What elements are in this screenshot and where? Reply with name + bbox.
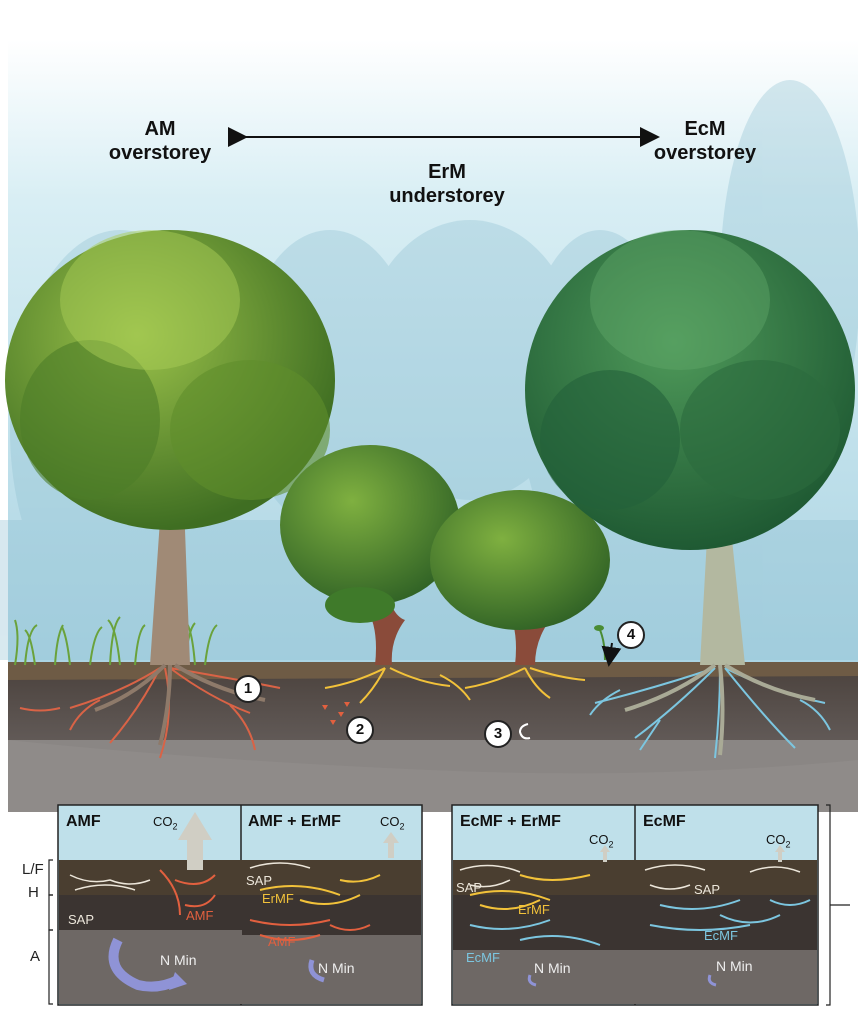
cycle-arrow-3 xyxy=(518,723,531,740)
co2-label: CO2 xyxy=(589,832,614,850)
co2-arrow-large xyxy=(178,812,212,870)
marker-2: 2 xyxy=(346,716,374,744)
ecm-overstorey-label: EcM overstorey xyxy=(653,118,757,164)
co2-label: CO2 xyxy=(153,814,178,832)
panel-title-amf-ermf: AMF + ErMF xyxy=(248,813,341,830)
marker-4: 4 xyxy=(617,621,645,649)
panel-title-amf: AMF xyxy=(66,813,101,830)
nmin-arrow-medium xyxy=(308,959,325,983)
amf-label: AMF xyxy=(268,934,296,949)
sap-label: SAP xyxy=(68,912,95,927)
ecmf-label: EcMF xyxy=(704,928,738,943)
nmin-arrow-small xyxy=(707,974,717,987)
am-overstorey-label: AM overstorey xyxy=(108,118,212,164)
nmin-label: N Min xyxy=(534,960,571,976)
panel-title-ecmf: EcMF xyxy=(643,813,686,830)
ermf-label: ErMF xyxy=(262,891,294,906)
nmin-label: N Min xyxy=(160,952,197,968)
horizon-h-label: H xyxy=(28,884,39,901)
co2-arrow-small xyxy=(775,845,785,862)
sap-label: SAP xyxy=(456,880,483,895)
nmin-label: N Min xyxy=(716,958,753,974)
co2-label: CO2 xyxy=(766,832,791,850)
panel-group-left xyxy=(57,804,423,1006)
ecm-tree xyxy=(525,230,855,665)
am-tree xyxy=(5,230,335,665)
arrow-4 xyxy=(601,642,622,667)
horizon-lf-label: L/F xyxy=(22,861,44,878)
ecm-tree-roots xyxy=(624,663,816,756)
nmin-arrow-large xyxy=(108,937,181,992)
co2-arrow-medium xyxy=(383,832,399,858)
erm-understorey-label: ErM understorey xyxy=(389,161,505,207)
ermf-label: ErMF xyxy=(518,902,550,917)
amf-label: AMF xyxy=(186,908,214,923)
sap-label: SAP xyxy=(694,882,721,897)
litter-layer xyxy=(8,662,858,680)
ermf-roots xyxy=(324,667,586,704)
nmin-arrow-small xyxy=(527,974,537,987)
panel-title-ecmf-ermf: EcMF + ErMF xyxy=(460,813,561,830)
horizon-a-label: A xyxy=(30,948,41,965)
amf-spores xyxy=(322,702,350,725)
panel-group-right xyxy=(451,804,819,1006)
co2-label: CO2 xyxy=(380,814,405,832)
erm-shrubs xyxy=(280,445,610,665)
marker-3: 3 xyxy=(484,720,512,748)
sap-label: SAP xyxy=(246,873,273,888)
marker-1: 1 xyxy=(234,675,262,703)
co2-arrow-small xyxy=(600,845,610,862)
nmin-label: N Min xyxy=(318,960,355,976)
ecmf-label: EcMF xyxy=(466,950,500,965)
horizon-brackets xyxy=(48,804,850,1006)
